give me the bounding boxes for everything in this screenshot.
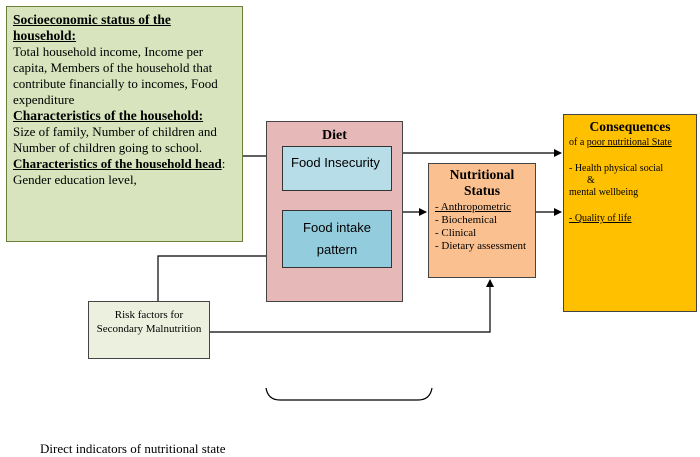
ses-heading: Socioeconomic status of the household: bbox=[13, 12, 171, 43]
arrow-risk-to-nutritional-status bbox=[210, 279, 494, 333]
risk-factors-label: Risk factors for Secondary Malnutrition bbox=[96, 309, 202, 335]
consequences-title: Consequences bbox=[589, 119, 671, 134]
consequences-wellbeing-line: mental wellbeing bbox=[569, 187, 639, 198]
household-head-heading: Characteristics of the household head bbox=[13, 156, 222, 171]
direct-indicators-caption: Direct indicators of nutritional state bbox=[40, 441, 226, 456]
food-insecurity-box: Food Insecurity bbox=[282, 146, 392, 191]
nutritional-status-item: - Clinical bbox=[435, 227, 477, 239]
food-insecurity-label: Food Insecurity bbox=[291, 155, 380, 170]
consequences-health-line: - Health physical social bbox=[569, 163, 664, 174]
consequences-line: of a poor nutritional State bbox=[569, 137, 691, 149]
diet-title: Diet bbox=[322, 128, 347, 143]
consequences-quality-line: - Quality of life bbox=[569, 213, 632, 224]
household-characteristics-heading: Characteristics of the household: bbox=[13, 108, 204, 123]
poor-nutritional-state-text: poor nutritional State bbox=[586, 137, 672, 148]
nutritional-status-box: Nutritional Status - Anthropometric - Bi… bbox=[428, 163, 536, 278]
risk-factors-box: Risk factors for Secondary Malnutrition bbox=[88, 301, 210, 359]
food-intake-label: Food intake pattern bbox=[303, 220, 371, 257]
household-head-text: : Gender education level, bbox=[13, 156, 226, 187]
brace-direct-indicators bbox=[265, 387, 433, 401]
nutritional-status-item: - Dietary assessment bbox=[435, 240, 527, 252]
nutritional-status-title: Nutritional Status bbox=[449, 167, 515, 198]
arrow-risk-to-food-intake bbox=[157, 252, 281, 301]
nutritional-status-item: - Anthropometric bbox=[435, 201, 512, 213]
socioeconomic-status-box: Socioeconomic status of the household: T… bbox=[6, 6, 243, 242]
food-intake-pattern-box: Food intake pattern bbox=[282, 210, 392, 268]
consequences-prefix: of a bbox=[569, 137, 587, 148]
consequences-box: Consequences of a poor nutritional State… bbox=[563, 114, 697, 312]
consequences-ampersand: & bbox=[587, 175, 595, 186]
ses-text: Total household income, Income per capit… bbox=[13, 44, 218, 107]
nutritional-status-item: - Biochemical bbox=[435, 214, 498, 226]
household-characteristics-text: Size of family, Number of children and N… bbox=[13, 124, 217, 155]
